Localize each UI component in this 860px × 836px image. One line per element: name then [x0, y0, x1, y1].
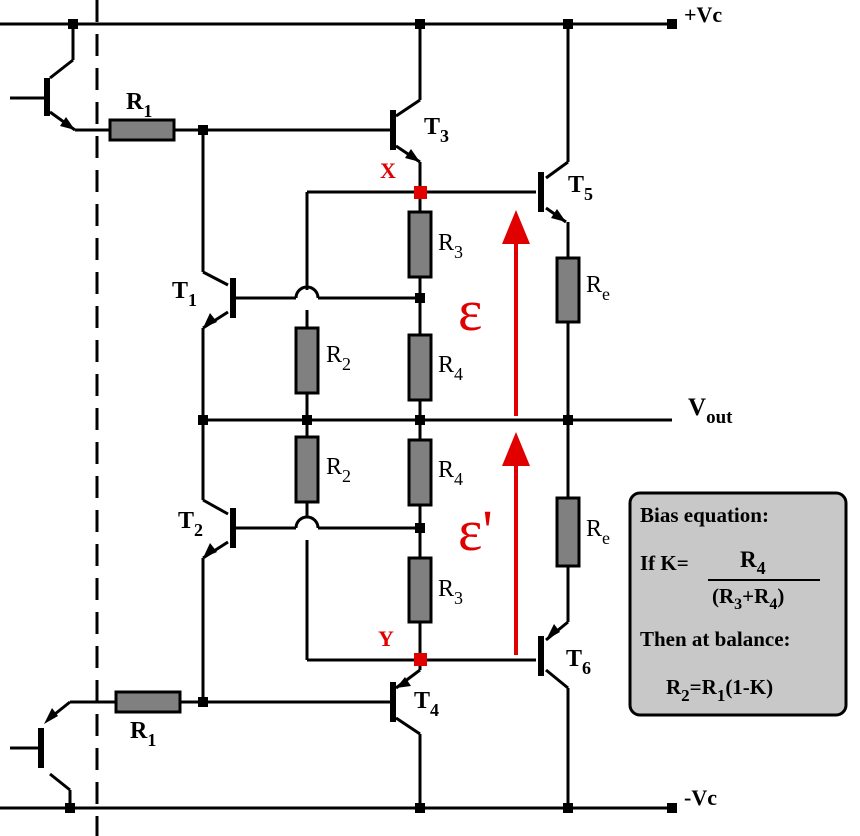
t1-label: T1: [172, 278, 197, 310]
re-top-resistor: [555, 256, 581, 324]
r3-bottom-label: R3: [438, 576, 463, 608]
emf-bottom-label: ε': [458, 498, 493, 563]
t3-bar: [390, 110, 396, 150]
junction-dots: [65, 19, 573, 813]
bias-panel-box: [628, 491, 848, 717]
r4-bottom-resistor: [407, 438, 433, 507]
t6-label: T6: [566, 646, 591, 678]
t1-bar: [230, 278, 236, 318]
transistor-bars: [38, 78, 544, 768]
r2-top-resistor: [294, 326, 320, 395]
t2-emitter-arrow: [203, 543, 217, 558]
t5-bar: [538, 172, 544, 212]
r3-top-resistor: [407, 210, 433, 279]
t5-emitter-arrow: [551, 209, 566, 222]
t6-emitter-arrow: [546, 624, 560, 640]
left-top-emitter-arrow: [60, 117, 75, 130]
r3-bottom-resistor: [407, 556, 433, 624]
r2-bottom-label: R2: [326, 454, 351, 486]
t4-bar: [390, 682, 396, 722]
r1-bottom-resistor: [114, 690, 182, 714]
positive-rail-label: +Vc: [684, 2, 722, 27]
bias-panel-title: Bias equation:: [640, 503, 769, 527]
t4-label: T4: [414, 688, 439, 720]
re-top-label: Re: [586, 272, 610, 304]
labels: +Vc -Vc Vout R1 R1 R3 R4 R4 R3 R2 R2 Re …: [126, 2, 733, 810]
vout-label: Vout: [688, 394, 733, 428]
t3-emitter-arrow: [405, 149, 420, 162]
re-bottom-resistor: [555, 496, 581, 568]
r2-top-label: R2: [326, 342, 351, 374]
bias-panel-if-prefix: If K=: [640, 551, 689, 575]
left-bottom-transistor-bar: [38, 728, 44, 768]
t1-emitter-arrow: [203, 313, 217, 328]
t4-emitter-arrow: [396, 677, 411, 688]
r1-top-label: R1: [126, 89, 152, 121]
r1-bottom-label: R1: [130, 718, 156, 750]
bias-panel-numerator: R4: [740, 547, 766, 578]
emf-bottom-arrowhead: [502, 432, 530, 466]
left-bottom-emitter-arrow: [44, 708, 58, 724]
t5-label: T5: [568, 172, 593, 204]
t6-bar: [538, 636, 544, 676]
negative-rail-label: -Vc: [684, 785, 717, 810]
re-bottom-label: Re: [586, 516, 610, 548]
left-top-transistor-bar: [44, 78, 50, 116]
bias-panel-denominator: (R3+R4): [712, 584, 784, 613]
r4-top-label: R4: [438, 352, 463, 384]
positive-rail-terminal: [667, 19, 677, 29]
negative-rail-terminal: [667, 803, 677, 813]
r1-top-resistor: [108, 118, 176, 142]
emitter-arrows: [44, 117, 566, 724]
r4-bottom-label: R4: [438, 457, 463, 489]
node-x-marker: [414, 186, 427, 199]
node-y-marker: [414, 653, 427, 666]
emf-top-label: ε: [458, 278, 482, 343]
r2-bottom-resistor: [294, 435, 320, 504]
bias-panel-then-label: Then at balance:: [640, 627, 791, 651]
node-y-label: Y: [378, 626, 394, 651]
t2-label: T2: [178, 508, 203, 540]
bias-panel-result: R2=R1(1-K): [666, 675, 773, 705]
bias-equation-panel: Bias equation: If K= R4 (R3+R4) Then at …: [628, 491, 848, 717]
t2-bar: [230, 508, 236, 548]
resistors: [108, 118, 581, 714]
emf-top-arrowhead: [502, 210, 530, 244]
r3-top-label: R3: [438, 230, 463, 262]
t3-label: T3: [424, 114, 449, 146]
emf-arrows: [502, 210, 530, 655]
node-x-label: X: [380, 158, 396, 183]
r4-top-resistor: [407, 333, 433, 402]
